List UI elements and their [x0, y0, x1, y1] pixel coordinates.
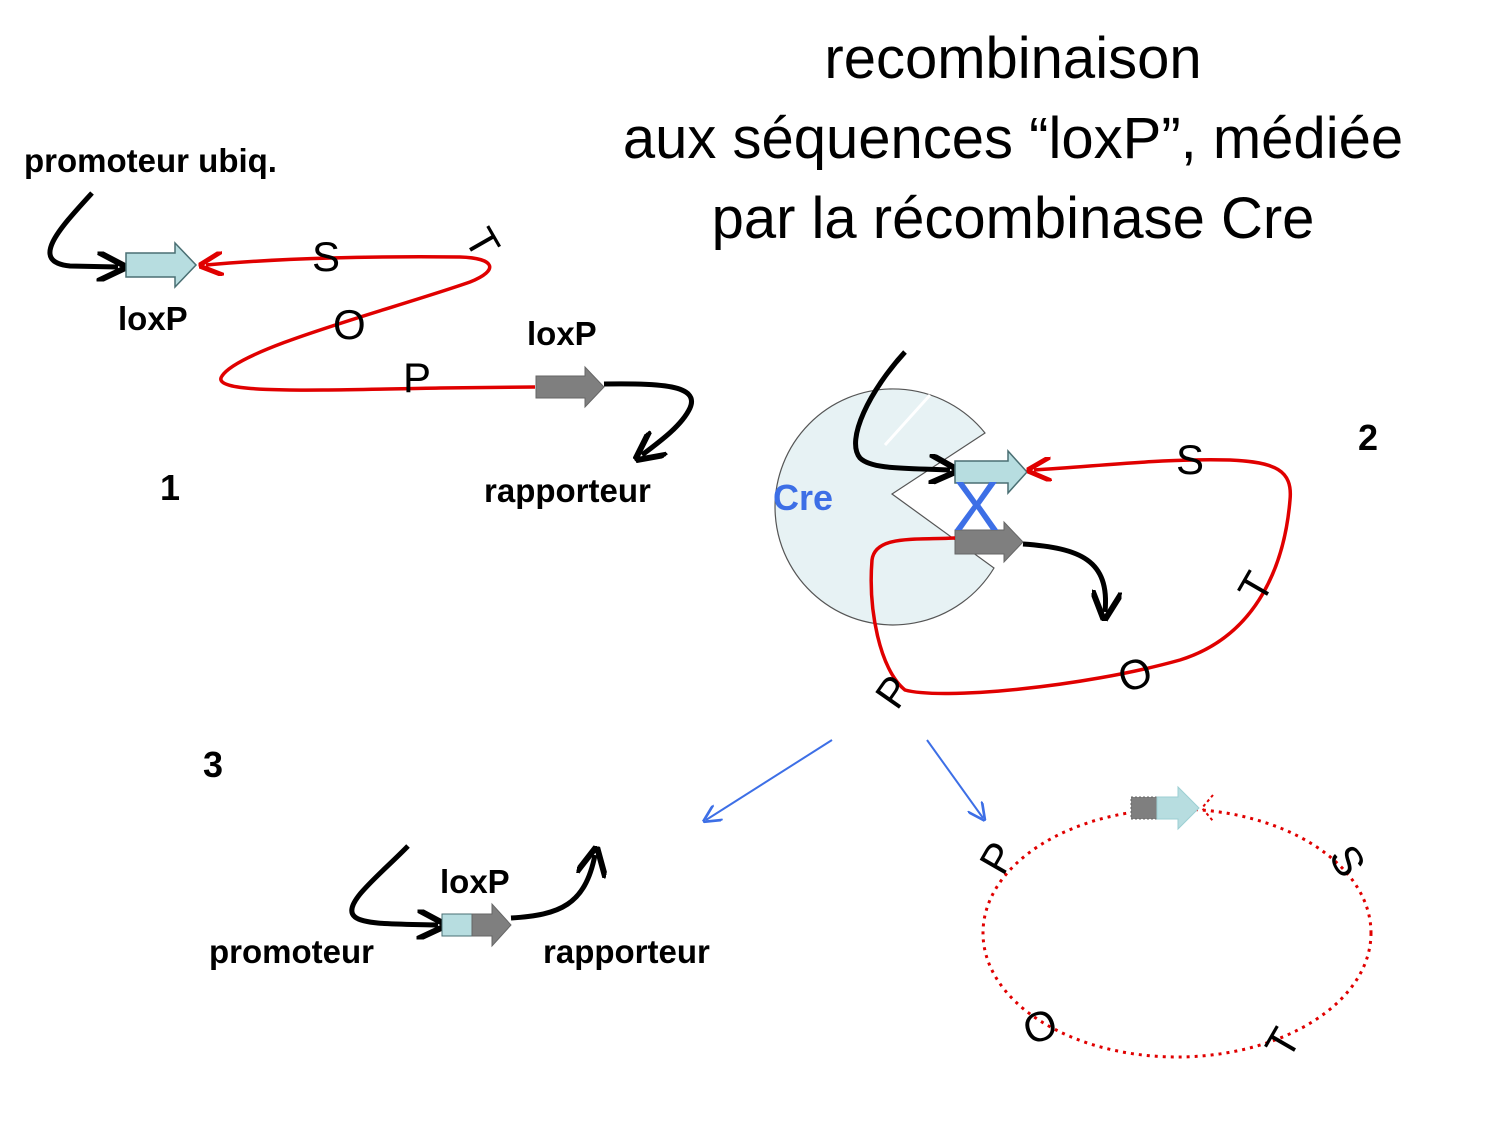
loxp-light-arrow-icon [954, 449, 1029, 495]
loop-letter-s: S [1176, 436, 1204, 483]
loxp-hybrid-light-part [441, 913, 473, 937]
reporter-arrow-icon [1022, 541, 1106, 612]
split-arrow-right-icon [926, 739, 983, 818]
looped-stop-strand [869, 460, 1293, 696]
step-number-3: 3 [203, 744, 223, 785]
promoter-arrow-icon [47, 191, 118, 267]
step-3-result: 3 loxP promoteur rapporteur P S T O [203, 744, 1375, 1066]
circle-strand-arrowhead-icon [1200, 794, 1214, 822]
stop-cassette-strand [206, 257, 536, 392]
title-line-3: par la récombinase Cre [712, 186, 1315, 251]
title-line-1: recombinaison [824, 26, 1201, 91]
circle-letter-o: O [1017, 999, 1064, 1054]
loxp-right-label: loxP [527, 315, 597, 352]
loxp-left-label: loxP [118, 300, 188, 337]
loxp-right-arrow-icon [535, 365, 605, 409]
loxp-label: loxP [440, 863, 510, 900]
circle-loxp-light-arrow-icon [1156, 785, 1200, 831]
stop-letter-o: O [333, 301, 366, 348]
split-arrow-left-icon [706, 739, 833, 820]
promoter-arrow-icon [349, 844, 438, 925]
excised-circle-strand [981, 807, 1373, 1059]
step-number-2: 2 [1358, 417, 1378, 458]
reporter-arrow-icon [603, 381, 694, 455]
loxp-hybrid-dark-arrow-icon [471, 902, 512, 948]
reporter-arrow-icon [510, 855, 595, 921]
reporter-label: rapporteur [484, 472, 651, 509]
promoter-label: promoteur [209, 933, 374, 970]
circle-letter-p: P [970, 834, 1025, 882]
loop-letter-o: O [1112, 647, 1159, 702]
cre-label: Cre [773, 477, 833, 518]
loxp-left-arrow-icon [125, 241, 198, 289]
cre-enzyme-shape [774, 388, 995, 626]
crossover-x-mark: X [953, 467, 1000, 545]
step-1-construct: promoteur ubiq. loxP S T O P loxP rappor… [24, 142, 694, 509]
circle-letter-t: T [1256, 1020, 1310, 1066]
title-line-2: aux séquences “loxP”, médiée [623, 106, 1403, 171]
step-2-cre-recombination: Cre X S T O P 2 [773, 350, 1378, 717]
cre-highlight [883, 393, 932, 447]
promoter-arrow-icon [853, 350, 950, 470]
loxp-dark-arrow-icon [954, 520, 1024, 564]
promoter-ubiq-label: promoteur ubiq. [24, 142, 277, 179]
stop-letter-s: S [312, 233, 340, 280]
reporter-label: rapporteur [543, 933, 710, 970]
stop-letter-p: P [403, 354, 431, 401]
step-number-1: 1 [160, 467, 180, 508]
circle-letter-s: S [1320, 837, 1375, 885]
title: recombinaison aux séquences “loxP”, médi… [623, 26, 1403, 251]
circle-loxp-dark-part [1130, 796, 1158, 820]
